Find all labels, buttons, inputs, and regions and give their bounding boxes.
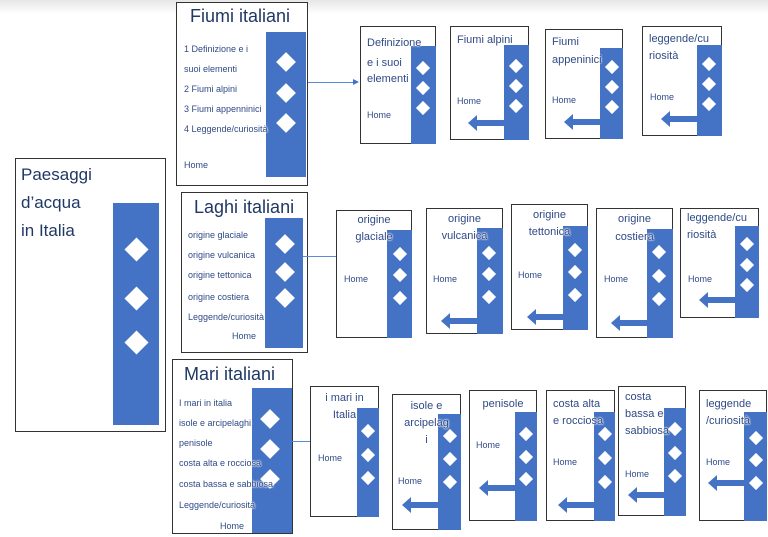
menu-item-link[interactable]: Leggende/curiosità [188, 312, 265, 322]
menu-item-link[interactable]: 1 Definizione e i [184, 44, 249, 54]
back-arrow-icon[interactable] [661, 111, 697, 127]
back-arrow-icon[interactable] [564, 114, 600, 130]
back-arrow-icon[interactable] [708, 475, 744, 491]
home-link[interactable]: Home [433, 274, 458, 284]
menu-item-link[interactable]: penisole [179, 438, 213, 448]
main-title-line: in Italia [21, 221, 75, 240]
subpage-title-line: Fiumi [552, 36, 579, 48]
menu-item-link[interactable]: Leggende/curiosità [179, 500, 256, 510]
subpage-title-line: bassa e [625, 408, 664, 420]
home-link[interactable]: Home [518, 270, 543, 280]
subpage-title-line: origine [617, 213, 652, 225]
subpage-title-line: origine [357, 214, 391, 226]
subpage-title-line: e i suoi [367, 57, 402, 69]
subpage-title-line: /curiosità [706, 415, 751, 427]
subpage-title-line: elementi [367, 73, 409, 85]
home-link[interactable]: Home [367, 110, 392, 120]
home-link[interactable]: Home [553, 457, 578, 467]
main-title-line: d’acqua [21, 193, 81, 212]
subpage-title-line: Italia [332, 409, 357, 421]
menu-item-link[interactable]: costa bassa e sabbiosa [179, 479, 274, 489]
menu-item-link[interactable]: origine tettonica [188, 270, 252, 280]
menu-item-link[interactable]: 4 Leggende/curiosità [184, 124, 268, 134]
home-link[interactable]: Home [344, 274, 369, 284]
menu-item-link[interactable]: costa alta e rocciosa [179, 458, 262, 468]
back-arrow-icon[interactable] [402, 497, 438, 513]
home-link[interactable]: Home [476, 440, 501, 450]
subpage-title-line: i [425, 434, 428, 446]
back-arrow-icon[interactable] [479, 480, 515, 496]
menu-item-link[interactable]: 2 Fiumi alpini [184, 84, 238, 94]
home-link[interactable]: Home [552, 95, 577, 105]
subpage-title-line: i mari in [325, 392, 364, 404]
home-link[interactable]: Home [184, 160, 209, 170]
subpage-title-line: riosità [649, 50, 679, 62]
subpage-title-line: penisole [482, 398, 524, 410]
nav-bar [477, 228, 503, 334]
home-link[interactable]: Home [318, 453, 343, 463]
back-arrow-icon[interactable] [699, 292, 735, 308]
subpage-title-line: costiera [615, 231, 654, 243]
menu-item-link[interactable]: suoi elementi [184, 64, 238, 74]
subpage-title-line: e rocciosa [553, 415, 604, 427]
nav-bar [357, 408, 379, 517]
subpage-title-line: Definizione [367, 37, 422, 49]
menu-item-link[interactable]: I mari in italia [179, 398, 233, 408]
subpage-title-line: vulcanica [441, 230, 488, 242]
subpage-title-line: leggende/cu [649, 33, 709, 45]
subpage-title-line: glaciale [355, 231, 393, 243]
back-arrow-icon[interactable] [611, 315, 647, 331]
section-title: Mari italiani [184, 364, 276, 384]
nav-bar [664, 408, 686, 516]
subpage-title-line: sabbiosa [625, 425, 670, 437]
menu-item-link[interactable]: origine costiera [188, 292, 250, 302]
nav-bar [438, 414, 461, 530]
nav-bar [515, 412, 537, 521]
subpage-title-line: costa [625, 391, 652, 403]
subpage-title-line: appeninici [552, 54, 602, 66]
subpage-title-line: costa alta [553, 398, 601, 410]
home-link[interactable]: Home [688, 274, 713, 284]
subpage-title-line: Fiumi alpini [457, 34, 513, 46]
subpage-title-line: leggende [706, 398, 752, 410]
nav-bar [594, 412, 615, 521]
back-arrow-icon[interactable] [628, 487, 664, 503]
home-link[interactable]: Home [232, 331, 257, 341]
subpage-title-line: isole e [410, 400, 443, 412]
home-link[interactable]: Home [220, 521, 245, 531]
home-link[interactable]: Home [457, 96, 482, 106]
subpage-title-line: origine [532, 209, 567, 221]
home-link[interactable]: Home [625, 469, 650, 479]
menu-item-link[interactable]: origine glaciale [188, 230, 249, 240]
home-link[interactable]: Home [398, 476, 423, 486]
subpage-title-line: leggende/cu [687, 212, 747, 224]
subpage-title-line: tettonica [528, 226, 571, 238]
back-arrow-icon[interactable] [527, 309, 563, 325]
home-link[interactable]: Home [604, 274, 629, 284]
section-title: Laghi italiani [194, 197, 295, 217]
back-arrow-icon[interactable] [441, 313, 477, 329]
back-arrow-icon[interactable] [558, 497, 594, 513]
main-title-line: Paesaggi [21, 165, 92, 184]
home-link[interactable]: Home [706, 457, 731, 467]
menu-item-link[interactable]: 3 Fiumi appenninici [184, 104, 262, 114]
menu-item-link[interactable]: isole e arcipelaghi [179, 418, 252, 428]
top-shade [0, 0, 768, 14]
home-link[interactable]: Home [650, 92, 675, 102]
section-title: Fiumi italiani [190, 6, 291, 26]
menu-item-link[interactable]: origine vulcanica [188, 250, 256, 260]
connector-arrow [308, 79, 359, 85]
back-arrow-icon[interactable] [468, 115, 504, 131]
subpage-title-line: riosità [687, 229, 717, 241]
subpage-title-line: arcipelag [404, 417, 449, 429]
subpage-title-line: origine [447, 213, 482, 225]
